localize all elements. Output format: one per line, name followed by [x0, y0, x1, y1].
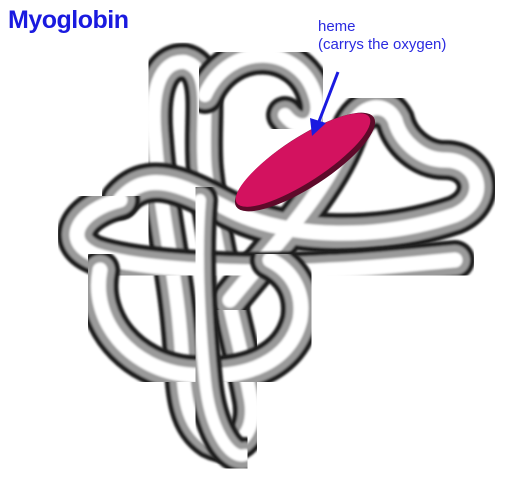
heme-annotation: heme (carrys the oxygen)	[318, 18, 446, 54]
heme-label: heme	[318, 18, 446, 36]
heme-description: (carrys the oxygen)	[318, 36, 446, 54]
diagram-title: Myoglobin	[8, 6, 128, 35]
